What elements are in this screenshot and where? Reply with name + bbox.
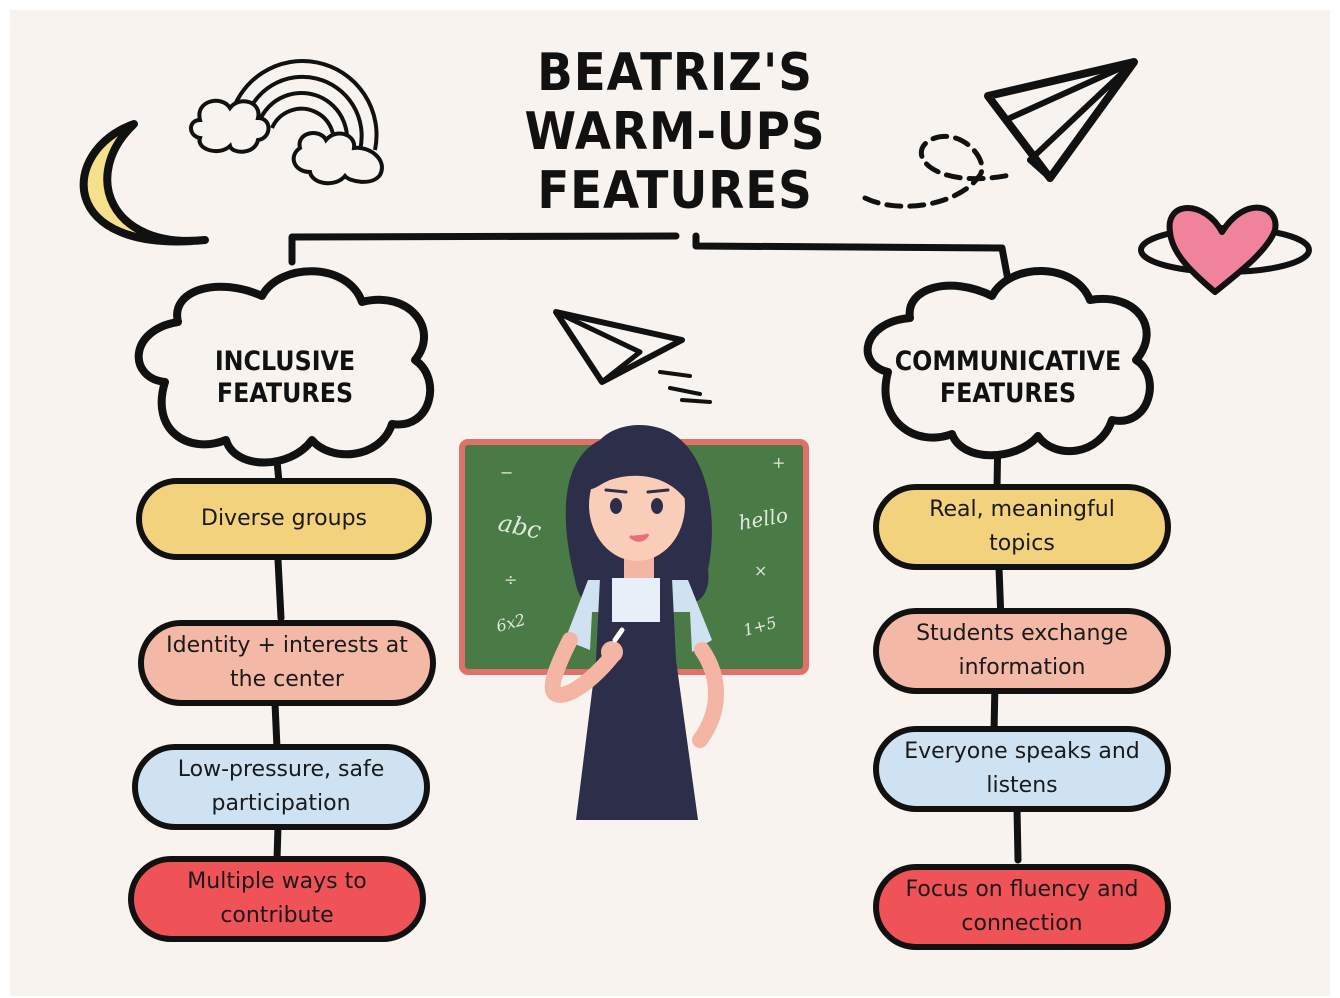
inclusive-heading-line-2: FEATURES [216,378,354,409]
communicative-item-fluency: Focus on fluency and connection [873,864,1171,950]
inclusive-item-label: Diverse groups [201,506,367,531]
inclusive-heading-line-1: INCLUSIVE [214,346,356,377]
inclusive-item-label: Identity + interests at the center [166,633,408,692]
communicative-heading-line-2: FEATURES [939,378,1077,409]
teacher-illustration [544,425,724,820]
heart-icon [1138,204,1312,295]
inclusive-item-diverse-groups: Diverse groups [136,478,432,560]
board-times: × [754,561,767,580]
communicative-item-speaks-listens: Everyone speaks and listens [873,726,1171,812]
title-line-1: BEATRIZ'S [537,43,813,103]
board-divide: ÷ [504,570,517,589]
board-plus: + [772,453,785,472]
inclusive-heading: INCLUSIVE FEATURES [193,346,378,410]
communicative-item-label: Students exchange information [916,621,1128,680]
moon-icon [79,120,209,246]
inclusive-item-identity-interests: Identity + interests at the center [138,620,436,706]
communicative-item-label: Real, meaningful topics [929,497,1115,556]
communicative-heading: COMMUNICATIVE FEATURES [885,346,1131,410]
inclusive-item-multiple-ways: Multiple ways to contribute [128,856,426,942]
communicative-item-label: Focus on fluency and connection [905,877,1139,936]
page-title: BEATRIZ'S WARM-UPS FEATURES [491,44,860,221]
small-paper-plane-icon [553,309,712,404]
inclusive-item-label: Multiple ways to contribute [187,869,367,928]
inclusive-cloud [134,267,434,467]
paper-plane-icon [862,58,1138,209]
board-minus: − [500,463,513,482]
communicative-heading-line-1: COMMUNICATIVE [894,346,1122,377]
communicative-item-label: Everyone speaks and listens [904,739,1140,798]
communicative-item-real-topics: Real, meaningful topics [873,484,1171,570]
title-line-2: WARM-UPS [524,102,826,162]
communicative-cloud [863,267,1154,460]
inclusive-item-label: Low-pressure, safe participation [177,757,385,816]
inclusive-item-low-pressure: Low-pressure, safe participation [132,744,430,830]
title-line-3: FEATURES [537,161,813,221]
rainbow-icon [189,59,384,186]
communicative-item-exchange-info: Students exchange information [873,608,1171,694]
